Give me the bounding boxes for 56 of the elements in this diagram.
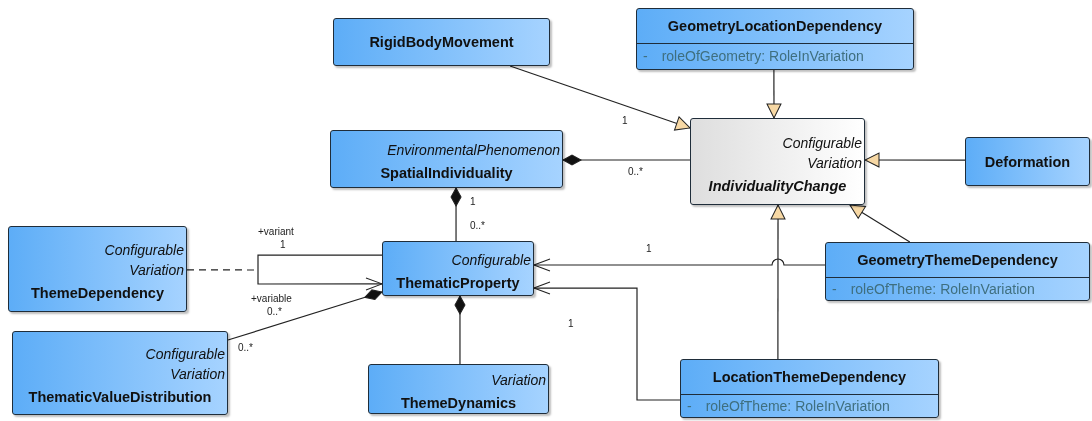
stereotype-label: Configurable Variation: [144, 345, 225, 384]
stereotype-label: Variation: [491, 371, 546, 390]
attribute-text: roleOfTheme: RoleInVariation: [705, 398, 890, 414]
class-name: RigidBodyMovement: [369, 33, 514, 51]
class-name: GeometryThemeDependency: [857, 251, 1058, 270]
association-arrow: [533, 281, 681, 401]
generalization-arrow: [770, 204, 786, 360]
visibility-marker: -: [643, 47, 648, 64]
generalization-arrow: [849, 204, 911, 243]
stereotype-label: Configurable Variation: [781, 133, 862, 173]
role-name: +variable: [251, 293, 292, 304]
stereotype-label: Configurable Variation: [103, 241, 184, 280]
association-arrow: [257, 254, 383, 291]
multiplicity-label: 0..*: [238, 342, 253, 353]
visibility-marker: -: [832, 281, 837, 297]
attribute-text: roleOfGeometry: RoleInVariation: [661, 47, 864, 64]
class-name: GeometryLocationDependency: [667, 17, 883, 36]
class-box: [330, 130, 563, 188]
multiplicity-label: 1: [568, 318, 574, 329]
role-name: +variant: [258, 226, 294, 237]
class-box: [333, 18, 550, 66]
generalization-arrow: [864, 152, 966, 168]
generalization-arrow: [766, 69, 782, 119]
composition-line: [562, 154, 691, 166]
multiplicity-label: 1: [646, 243, 652, 254]
class-name: ThematicProperty: [396, 273, 520, 292]
class-box: [382, 241, 534, 296]
multiplicity-label: 1: [280, 239, 286, 250]
class-box: [12, 331, 228, 415]
class-name: IndividualityChange: [708, 176, 847, 195]
class-box: [636, 8, 914, 70]
class-box: [825, 242, 1090, 301]
class-name: Deformation: [984, 152, 1071, 171]
composition-line: [227, 289, 383, 341]
stereotype-label: Configurable: [451, 250, 531, 270]
attribute-text: roleOfTheme: RoleInVariation: [850, 281, 1035, 297]
multiplicity-label: 0..*: [470, 220, 485, 231]
multiplicity-label: 0..*: [628, 166, 643, 177]
stereotype-label: EnvironmentalPhenomenon: [387, 141, 560, 160]
multiplicity-label: 1: [622, 115, 628, 126]
class-box: [965, 137, 1090, 186]
class-name: ThemeDependency: [31, 284, 164, 302]
composition-line: [454, 295, 466, 365]
class-name: SpatialIndividuality: [380, 164, 513, 182]
class-name: ThematicValueDistribution: [28, 388, 212, 406]
class-box: [8, 226, 187, 312]
class-name: ThemeDynamics: [400, 394, 517, 412]
generalization-arrow: [509, 65, 691, 131]
class-box: [680, 359, 939, 418]
class-box: [368, 364, 549, 414]
visibility-marker: -: [687, 398, 692, 414]
abstract-class-box: [690, 118, 865, 205]
multiplicity-label: 0..*: [267, 306, 282, 317]
association-arrow: [533, 258, 826, 272]
composition-line: [450, 187, 462, 242]
class-name: LocationThemeDependency: [712, 368, 907, 387]
